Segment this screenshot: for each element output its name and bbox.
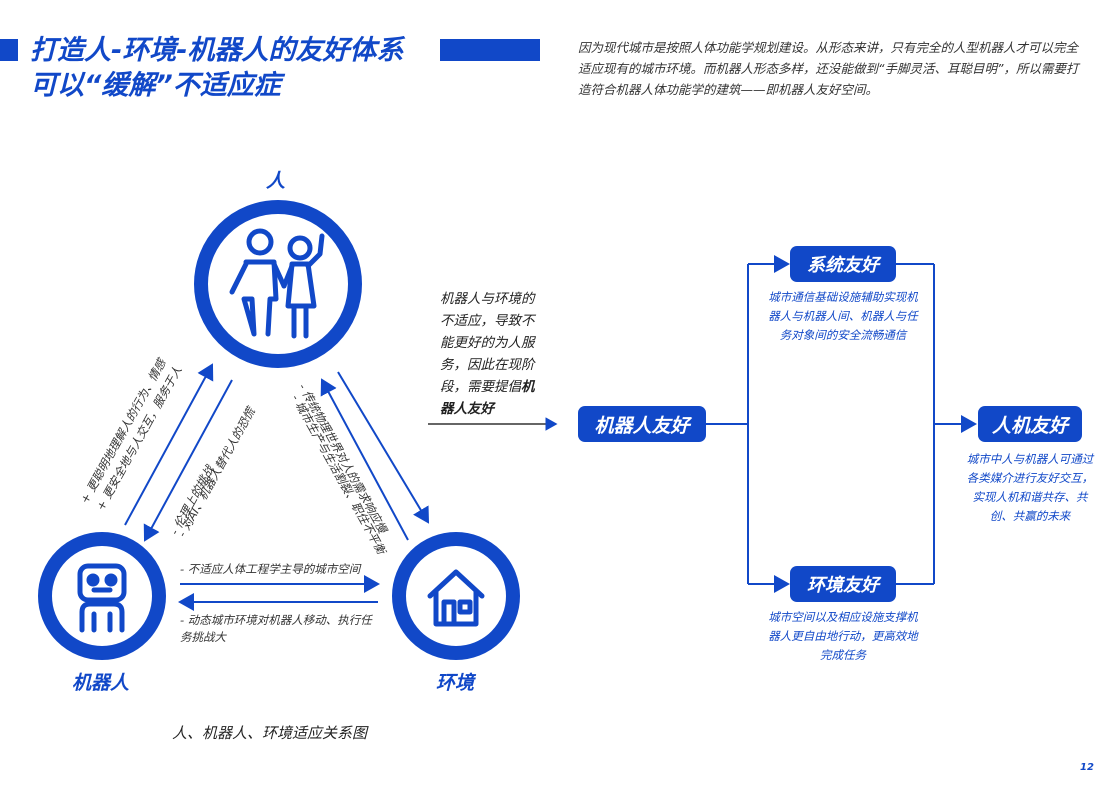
node-label-human: 人 — [266, 170, 286, 192]
pill-human-robot-friendly: 人机友好 — [978, 406, 1082, 442]
node-human-circle — [194, 200, 362, 368]
middle-explanation: 机器人与环境的不适应，导致不能更好的为人服务，因此在现阶段，需要提倡机器人友好 — [440, 288, 544, 420]
page-title-line1: 打造人-环境-机器人的友好体系 — [30, 35, 404, 66]
title-right-bar — [440, 39, 540, 61]
diagram-caption: 人、机器人、环境适应关系图 — [172, 724, 368, 742]
node-label-env: 环境 — [436, 672, 475, 694]
robot-icon — [77, 563, 127, 633]
arrow-robot-to-human — [124, 363, 214, 526]
page-title-line2: 可以“缓解”不适应症 — [30, 70, 281, 101]
pill-robot-friendly: 机器人友好 — [578, 406, 706, 442]
intro-paragraph: 因为现代城市是按照人体功能学规划建设。从形态来讲，只有完全的人型机器人才可以完全… — [578, 40, 1079, 97]
middle-text-bold: 机器人友好 — [440, 379, 535, 417]
node-robot-circle — [38, 532, 166, 660]
desc-human-robot-friendly: 城市中人与机器人可通过各类媒介进行友好交互，实现人机和谐共存、共创、共赢的未来 — [966, 452, 1094, 523]
arrow-human-to-robot — [143, 379, 233, 542]
pill-environment-friendly: 环境友好 — [790, 566, 896, 602]
node-label-robot: 机器人 — [72, 672, 130, 694]
desc-system-friendly: 城市通信基础设施辅助实现机器人与机器人间、机器人与任务对象间的安全流畅通信 — [768, 290, 918, 342]
bottom-text-2: - 动态城市环境对机器人移动、执行任务挑战大 — [180, 613, 372, 644]
middle-text-normal: 机器人与环境的不适应，导致不能更好的为人服务，因此在现阶段，需要提倡 — [440, 291, 535, 395]
node-env-circle — [392, 532, 520, 660]
bottom-text-1: - 不适应人体工程学主导的城市空间 — [180, 562, 361, 576]
desc-environment-friendly: 城市空间以及相应设施支撑机器人更自由地行动，更高效地完成任务 — [768, 610, 918, 662]
people-icon — [229, 228, 325, 339]
arrow-env-to-human — [320, 378, 409, 541]
house-icon — [427, 569, 485, 627]
arrow-human-to-env — [337, 371, 430, 524]
page-number: 12 — [1080, 762, 1094, 773]
title-left-bar — [0, 39, 18, 61]
pill-system-friendly: 系统友好 — [790, 246, 896, 282]
